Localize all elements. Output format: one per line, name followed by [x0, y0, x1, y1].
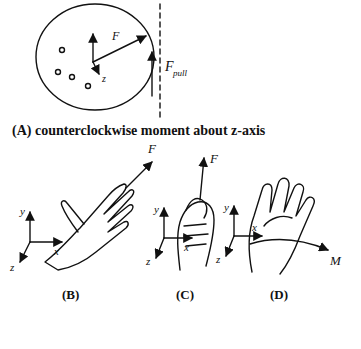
- force-label: F: [165, 60, 174, 74]
- axis-label: z: [10, 262, 14, 273]
- axis-label: z: [146, 256, 150, 267]
- subscript-label: pull: [173, 69, 187, 78]
- force-arrow: [126, 162, 152, 188]
- axis-label: y: [154, 204, 159, 215]
- right-hand: [178, 202, 214, 270]
- force-label: F: [112, 30, 119, 42]
- force-arrow: [93, 36, 146, 62]
- force-label: F: [148, 142, 156, 155]
- right-hand: [249, 178, 314, 274]
- moment-arrow: [250, 240, 328, 250]
- panel-caption: (A) counterclockwise moment about z-axis: [12, 124, 265, 138]
- panel-caption: (C): [176, 288, 194, 301]
- y-axis: [92, 34, 93, 62]
- axis-label: x: [252, 222, 257, 233]
- panel-caption: (D): [270, 288, 288, 301]
- axis-label: x: [54, 246, 59, 257]
- axis-label: y: [224, 202, 229, 213]
- pull-force-arrow: [151, 52, 152, 96]
- axis-label: z: [216, 254, 220, 265]
- axis-label: x: [184, 242, 189, 253]
- line-of-action: [159, 4, 160, 120]
- panel-caption: (B): [62, 288, 79, 301]
- body-outline: [36, 4, 154, 110]
- force-label: F: [210, 152, 218, 165]
- axis-label: y: [20, 206, 25, 217]
- axis-label: z: [102, 74, 106, 84]
- z-axis: [93, 62, 99, 74]
- right-hand: [45, 184, 134, 270]
- moment-label: M: [330, 254, 341, 267]
- force-arrow: [200, 158, 204, 200]
